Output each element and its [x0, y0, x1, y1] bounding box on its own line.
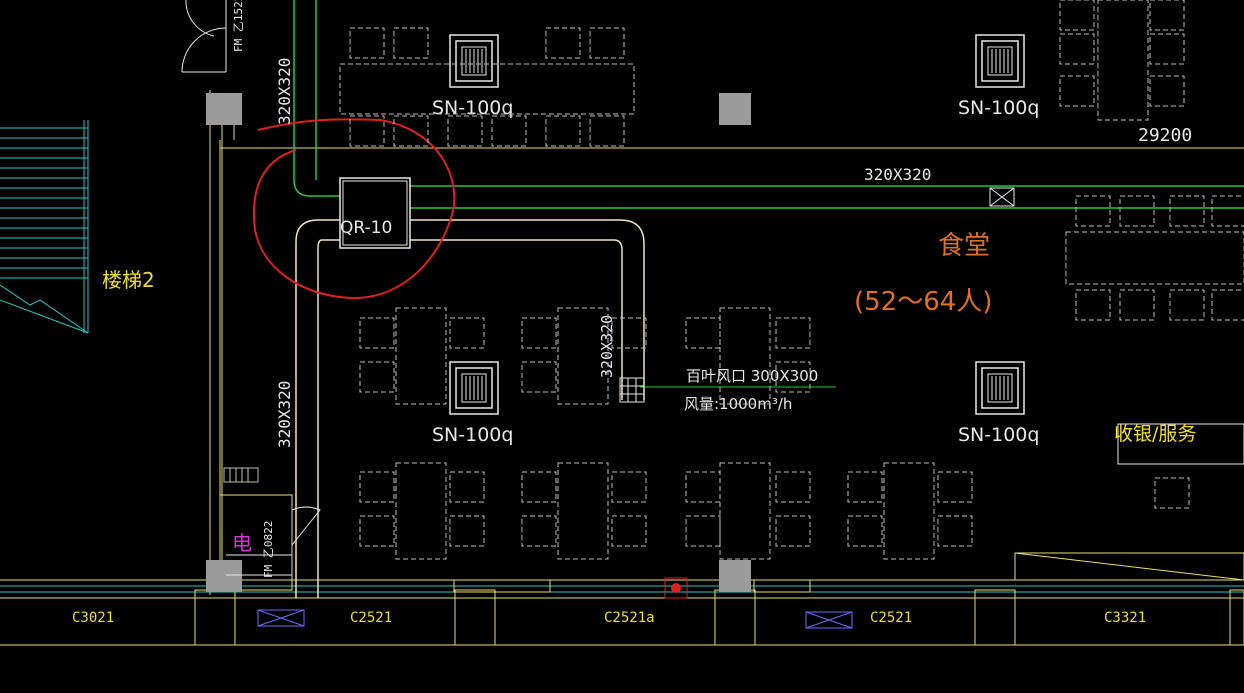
grille-symbol — [619, 377, 645, 403]
duct-size-vertical-left: 320X320 — [275, 381, 294, 448]
stair-block — [0, 120, 89, 334]
duct-network — [226, 0, 1244, 598]
door-bottom — [223, 467, 321, 546]
ac-unit-icon — [449, 34, 499, 88]
window-label: C3021 — [72, 610, 114, 626]
door-top-label: FM 乙1522 — [232, 0, 245, 52]
duct-size-horizontal: 320X320 — [864, 165, 931, 184]
room-name: 食堂 — [938, 231, 990, 261]
red-marker — [664, 577, 688, 599]
column — [719, 560, 751, 592]
ac-unit-label: SN-100q — [432, 424, 513, 446]
equipment-label: QR-10 — [340, 218, 392, 238]
stair-label: 楼梯2 — [102, 268, 155, 292]
grille-label: 百叶风口 300X300 — [686, 367, 818, 385]
ac-unit-label: SN-100q — [958, 97, 1039, 119]
equipment-box — [339, 177, 411, 249]
column — [719, 93, 751, 125]
window-label: C2521 — [350, 610, 392, 626]
window-label: C2521a — [604, 610, 655, 626]
window-vent — [257, 609, 853, 629]
window-label: C2521 — [870, 610, 912, 626]
ac-unit-icon — [975, 361, 1025, 415]
dimension-label: 29200 — [1138, 125, 1192, 146]
window-label: C3321 — [1104, 610, 1146, 626]
ac-unit-label: SN-100q — [958, 424, 1039, 446]
door-bottom-label: FM 乙0822 — [262, 521, 275, 578]
ac-unit-icon — [449, 361, 499, 415]
electric-label: 电 — [232, 531, 252, 555]
cashier-label: 收银/服务 — [1114, 423, 1196, 445]
red-marker-dot — [671, 583, 681, 593]
column — [206, 560, 242, 592]
column — [206, 93, 242, 125]
room-capacity: (52～64人) — [854, 287, 992, 317]
equipment-box-inner — [342, 180, 408, 246]
duct-size-vertical-mid: 320X320 — [598, 315, 616, 378]
duct-size-vertical-top: 320X320 — [275, 58, 294, 125]
damper-symbol — [989, 187, 1015, 207]
ac-unit-icon — [975, 34, 1025, 88]
furniture — [339, 0, 1244, 560]
red-markup-circle — [252, 118, 456, 300]
door-top — [181, 0, 227, 73]
